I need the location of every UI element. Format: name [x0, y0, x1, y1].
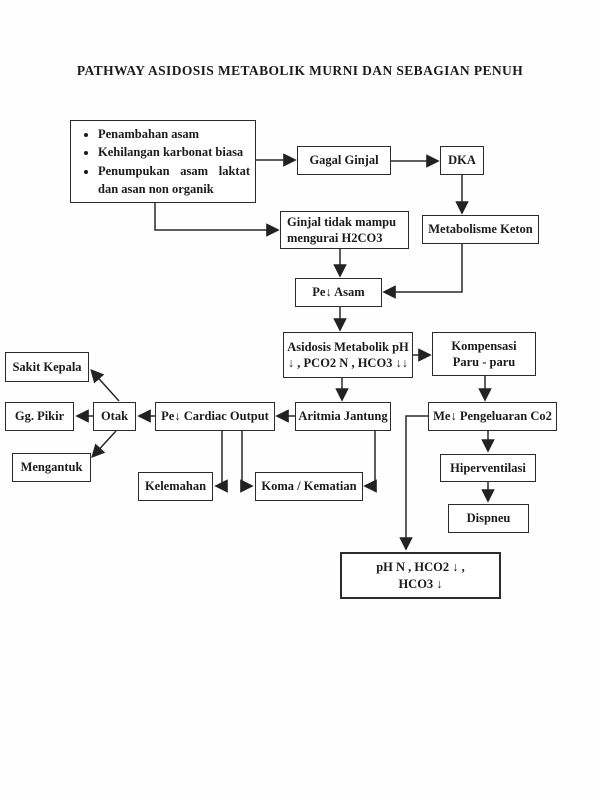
- arrow-cardiac-to-kelemahan: [214, 431, 228, 493]
- node-dka: DKA: [440, 146, 484, 175]
- node-pe-asam: Pe↓ Asam: [295, 278, 382, 307]
- node-hiperventilasi: Hiperventilasi: [440, 454, 536, 482]
- node-ginjal-tidak-mampu: Ginjal tidak mampu mengurai H2CO3: [280, 211, 409, 249]
- node-kompensasi-paru: Kompensasi Paru - paru: [432, 332, 536, 376]
- arrow-causes-to-ginjal-tidak-mampu: [154, 203, 280, 237]
- node-koma-kematian: Koma / Kematian: [255, 472, 363, 501]
- node-gg-pikir: Gg. Pikir: [5, 402, 74, 431]
- node-dispneu: Dispneu: [448, 504, 529, 533]
- ph-n-line1: pH N , HCO2 ↓ ,: [376, 560, 465, 575]
- kompensasi-line2: Paru - paru: [452, 355, 516, 369]
- arrow-keton-to-pe-asam: [382, 244, 463, 299]
- node-kelemahan: Kelemahan: [138, 472, 213, 501]
- arrow-cardiac-to-koma: [240, 431, 254, 493]
- node-gagal-ginjal: Gagal Ginjal: [297, 146, 391, 175]
- node-pe-cardiac-output: Pe↓ Cardiac Output: [155, 402, 275, 431]
- ph-n-line2: HCO3 ↓: [398, 576, 443, 591]
- node-ph-n: pH N , HCO2 ↓ , HCO3 ↓: [340, 552, 501, 599]
- node-asidosis-metabolik: Asidosis Metabolik pH ↓ , PCO2 N , HCO3 …: [283, 332, 413, 378]
- causes-list: Penambahan asam Kehilangan karbonat bias…: [72, 125, 250, 198]
- kompensasi-line1: Kompensasi: [451, 338, 517, 353]
- node-metabolisme-keton: Metabolisme Keton: [422, 215, 539, 244]
- node-otak: Otak: [93, 402, 136, 431]
- asidosis-line1: Asidosis Metabolik pH: [287, 339, 409, 354]
- arrow-otak-to-mengantuk: [91, 430, 117, 458]
- causes-item: Kehilangan karbonat biasa: [98, 143, 250, 161]
- asidosis-line2: ↓ , PCO2 N , HCO3 ↓↓: [287, 356, 409, 370]
- node-mengantuk: Mengantuk: [12, 453, 91, 482]
- arrow-pengeluaran-to-ph-n: [399, 415, 428, 551]
- node-sakit-kepala: Sakit Kepala: [5, 352, 89, 382]
- causes-item: Penumpukan asam laktat dan asan non orga…: [98, 162, 250, 198]
- arrow-aritmia-to-koma: [363, 431, 377, 493]
- node-aritmia-jantung: Aritmia Jantung: [295, 402, 391, 431]
- causes-item: Penambahan asam: [98, 125, 250, 143]
- node-causes: Penambahan asam Kehilangan karbonat bias…: [70, 120, 256, 203]
- node-me-pengeluaran-co2: Me↓ Pengeluaran Co2: [428, 402, 557, 431]
- arrow-otak-to-sakit-kepala: [90, 368, 120, 402]
- page-title: PATHWAY ASIDOSIS METABOLIK MURNI DAN SEB…: [76, 63, 524, 78]
